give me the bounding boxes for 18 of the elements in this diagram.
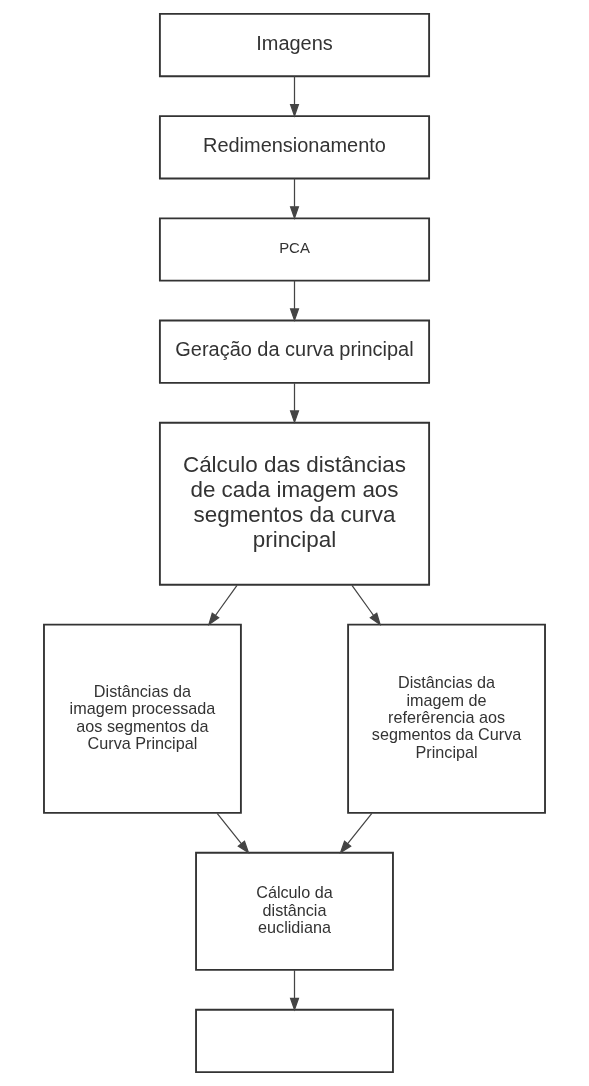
arrow [207,584,238,627]
arrow [289,382,300,425]
arrow [339,812,373,854]
arrow [289,969,300,1012]
node-box [195,1008,394,1073]
arrow [289,75,300,118]
node-box: Cálculo das distâncias de cada imagem aos segmentos da curva principal [158,421,431,586]
node-box: PCA [158,217,431,282]
node-box: Cálculo da distância euclidiana [195,851,394,971]
node-box: Distâncias da imagem de referêrencia aos segmentos da Curva Principal [347,623,546,814]
node-box: Redimensionamento [158,115,431,180]
node-box: Geração da curva principal [158,319,431,384]
arrow [289,177,300,220]
node-box: Distâncias da imagem processada aos segmentos da Curva Principal [43,623,242,814]
node-box: Imagens [158,13,431,78]
arrow [289,280,300,323]
arrow [216,812,250,854]
arrow [351,584,382,627]
